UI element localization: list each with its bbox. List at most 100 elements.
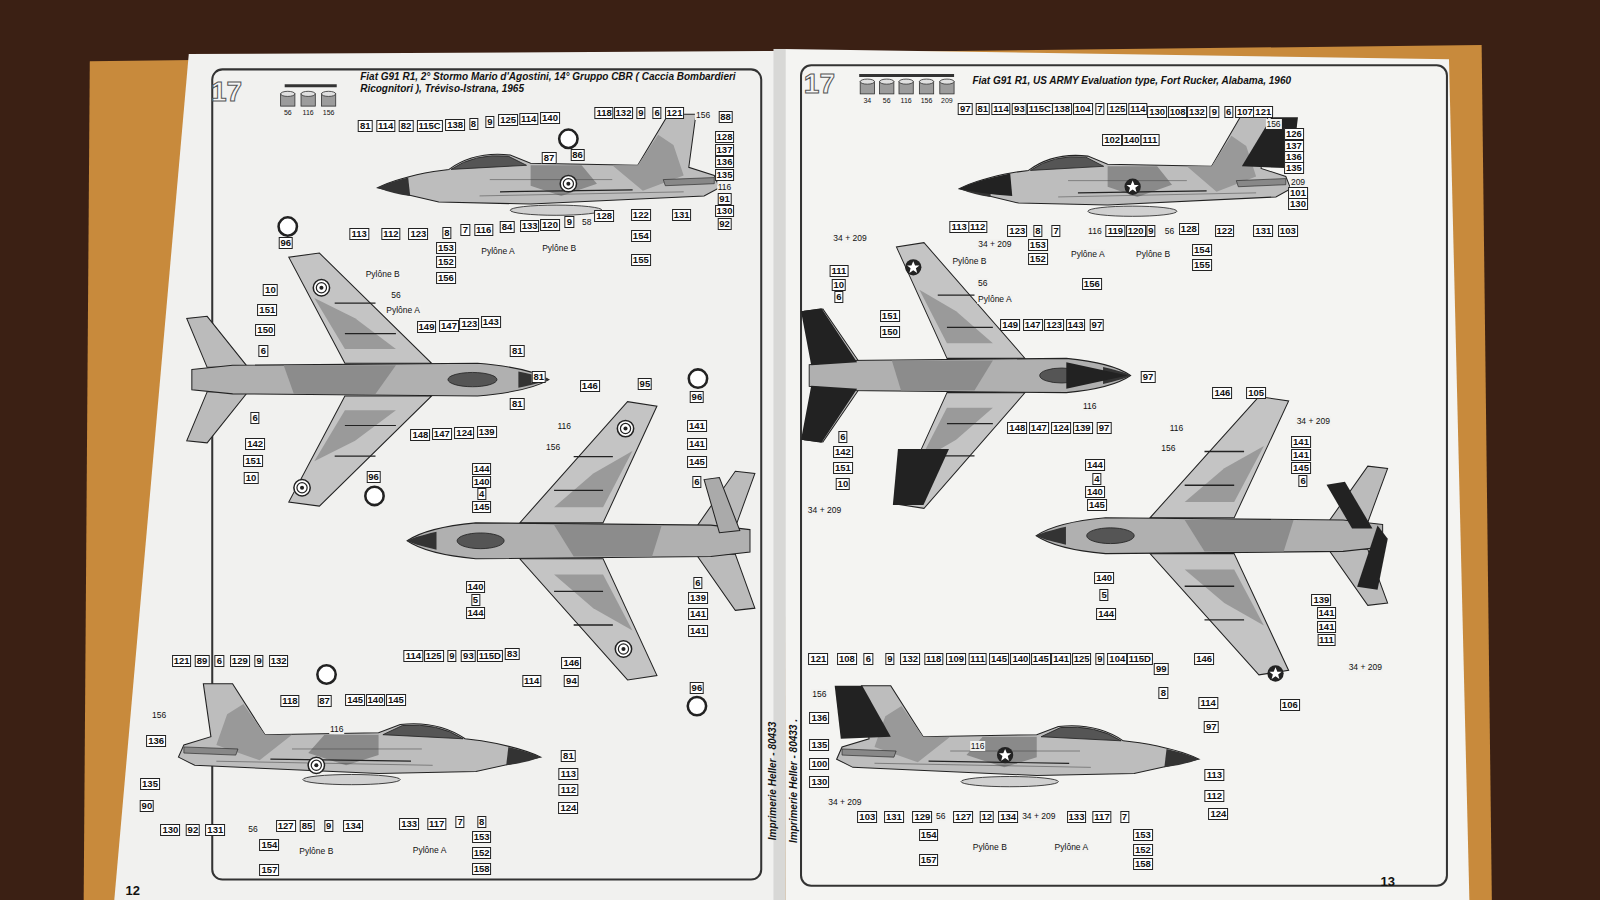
callout-number: 145 bbox=[472, 501, 492, 513]
callout-number: 8 bbox=[477, 816, 486, 828]
callout-number: 8 bbox=[1033, 225, 1042, 237]
paint-note: 156 bbox=[1160, 443, 1176, 453]
callout-number: 90 bbox=[140, 800, 155, 812]
callout-number: 114 bbox=[1199, 697, 1218, 709]
callout-number: 156 bbox=[1082, 278, 1102, 290]
callout-number: 125 bbox=[424, 650, 444, 662]
callout-number: 145 bbox=[1291, 462, 1311, 474]
paint-note: 56 bbox=[977, 278, 988, 288]
callout-number: 152 bbox=[436, 256, 456, 268]
callout-number: 127 bbox=[276, 820, 296, 832]
callout-number: 144 bbox=[466, 607, 486, 619]
paint-note: 156 bbox=[695, 110, 711, 120]
page-number: 12 bbox=[125, 882, 139, 897]
callout-number: 124 bbox=[1208, 808, 1228, 820]
callout-number: 117 bbox=[1092, 811, 1111, 823]
callout-number: 125 bbox=[1107, 103, 1127, 115]
callout-number: 6 bbox=[692, 476, 701, 488]
paint-note: 116 bbox=[717, 182, 733, 192]
paint-note: 34 + 209 bbox=[827, 797, 862, 807]
callout-number: 83 bbox=[505, 648, 520, 660]
callout-number: 121 bbox=[172, 655, 192, 667]
paint-note: 34 + 209 bbox=[1296, 416, 1331, 426]
paint-note: 116 bbox=[1082, 401, 1098, 411]
callout-number: 113 bbox=[350, 228, 369, 240]
callout-number: 148 bbox=[1007, 422, 1027, 434]
callout-number: 104 bbox=[1073, 103, 1093, 115]
callout-number: 128 bbox=[1179, 223, 1199, 235]
callout-number: 154 bbox=[259, 839, 279, 851]
callout-number: 93 bbox=[461, 650, 476, 662]
callout-number: 151 bbox=[833, 462, 853, 474]
paint-code: 209 bbox=[941, 97, 953, 105]
callout-number: 152 bbox=[472, 847, 492, 859]
callout-number: 151 bbox=[880, 310, 900, 322]
paint-note: Pylône A bbox=[385, 305, 421, 315]
callout-number: 149 bbox=[1000, 319, 1020, 331]
paint-note: 56 bbox=[390, 290, 401, 300]
callout-number: 129 bbox=[230, 655, 250, 667]
callout-number: 92 bbox=[186, 824, 201, 836]
callout-number: 152 bbox=[1028, 253, 1048, 265]
callout-number: 135 bbox=[140, 778, 160, 790]
step-number: 17 bbox=[804, 70, 835, 98]
callout-number: 150 bbox=[880, 326, 900, 338]
callout-number: 140 bbox=[472, 476, 492, 488]
callout-number: 81 bbox=[561, 750, 576, 762]
callout-number: 145 bbox=[386, 694, 406, 706]
callout-number: 143 bbox=[481, 316, 501, 328]
callout-number: 127 bbox=[953, 811, 973, 823]
callout-number: 153 bbox=[1133, 829, 1153, 841]
callout-number: 97 bbox=[958, 103, 973, 115]
callout-number: 118 bbox=[594, 107, 613, 119]
callout-number: 154 bbox=[631, 230, 651, 242]
paint-note: 34 + 209 bbox=[832, 233, 867, 243]
paint-note: 58 bbox=[581, 217, 592, 227]
paint-note: 209 bbox=[1290, 177, 1306, 187]
callout-number: 104 bbox=[1107, 653, 1127, 665]
callout-number: 135 bbox=[809, 739, 829, 751]
callout-number: 128 bbox=[594, 210, 614, 222]
callout-number: 133 bbox=[399, 818, 419, 830]
paint-note: Pylône B bbox=[972, 842, 1008, 852]
callout-number: 145 bbox=[345, 694, 365, 706]
callout-number: 141 bbox=[688, 625, 708, 637]
callout-number: 114 bbox=[376, 120, 395, 132]
callout-number: 136 bbox=[146, 735, 166, 747]
callout-number: 120 bbox=[1126, 225, 1146, 237]
callout-number: 125 bbox=[1072, 653, 1092, 665]
callout-number: 6 bbox=[1298, 475, 1307, 487]
callout-number: 129 bbox=[912, 811, 932, 823]
callout-number: 145 bbox=[1087, 499, 1107, 511]
paint-code: 56 bbox=[883, 97, 891, 105]
paint-note: 116 bbox=[557, 421, 573, 431]
paint-note: 34 + 209 bbox=[807, 505, 842, 515]
callout-number: 111 bbox=[968, 653, 987, 665]
callout-number: 148 bbox=[410, 429, 430, 441]
callout-number: 139 bbox=[1073, 422, 1093, 434]
callout-number: 154 bbox=[1192, 244, 1212, 256]
step-number: 17 bbox=[211, 78, 242, 106]
callout-number: 9 bbox=[1095, 653, 1104, 665]
paint-note: 34 + 209 bbox=[977, 239, 1012, 249]
callout-number: 6 bbox=[250, 412, 259, 424]
paint-note: Pylône A bbox=[480, 246, 516, 256]
callout-number: 9 bbox=[255, 655, 264, 667]
callout-number: 157 bbox=[919, 854, 939, 866]
callout-number: 10 bbox=[263, 284, 278, 296]
callout-number: 141 bbox=[688, 608, 708, 620]
callout-number: 6 bbox=[652, 107, 661, 119]
callout-number: 9 bbox=[636, 107, 645, 119]
callout-number: 158 bbox=[1133, 858, 1153, 870]
callout-number: 124 bbox=[558, 802, 578, 814]
callout-number: 5 bbox=[1099, 589, 1108, 601]
callout-number: 121 bbox=[665, 107, 685, 119]
callout-number: 140 bbox=[1094, 572, 1114, 584]
callout-number: 123 bbox=[1044, 319, 1064, 331]
callout-number: 151 bbox=[243, 455, 263, 467]
paint-note: Pylône A bbox=[412, 845, 448, 855]
callout-number: 9 bbox=[885, 653, 894, 665]
callout-number: 87 bbox=[542, 152, 557, 164]
callout-number: 93 bbox=[1012, 103, 1027, 115]
